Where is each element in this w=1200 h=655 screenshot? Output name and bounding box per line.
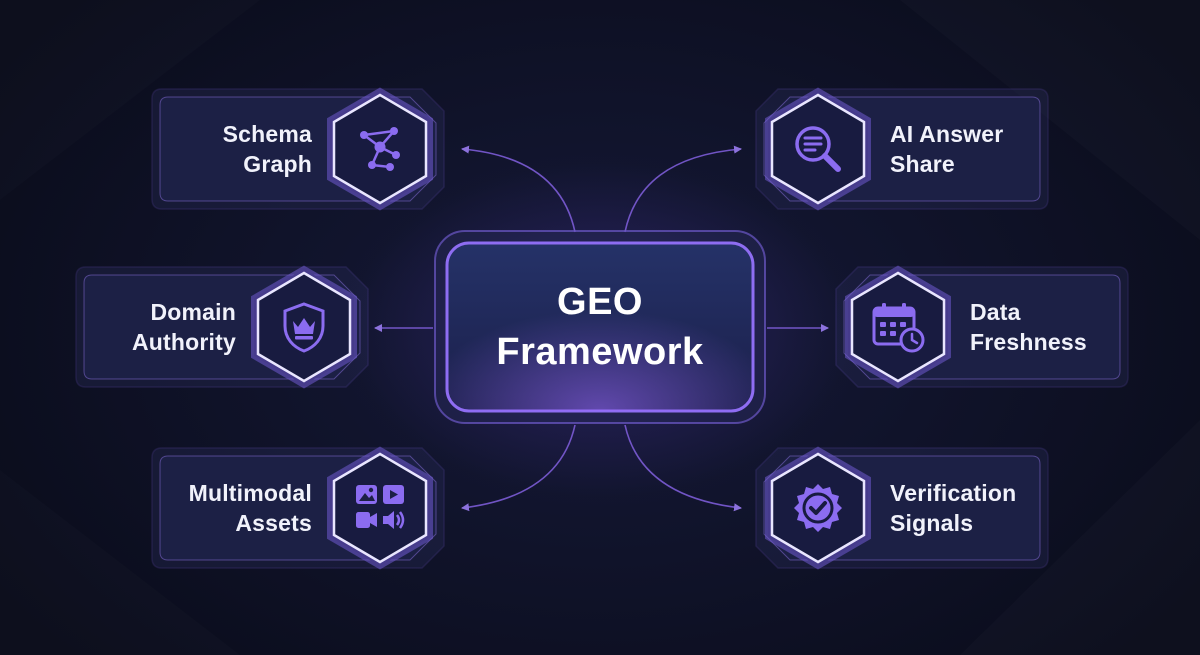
- node-hex-badge: [327, 446, 433, 570]
- center-title-line1: GEO: [557, 281, 643, 323]
- node-multimodal-assets[interactable]: Multimodal Assets: [148, 444, 448, 572]
- node-label-line1: AI Answer: [890, 121, 1004, 147]
- media-grid-icon: [356, 485, 405, 529]
- calendar-clock-icon: [872, 303, 925, 353]
- network-graph-icon: [360, 127, 400, 171]
- node-label-line1: Domain: [150, 299, 236, 325]
- node-label-line2: Freshness: [970, 329, 1087, 355]
- verified-badge-icon: [794, 484, 842, 532]
- shield-crown-icon: [283, 302, 325, 353]
- node-hex-badge: [765, 87, 871, 211]
- node-hex-badge: [327, 87, 433, 211]
- node-domain-authority[interactable]: Domain Authority: [72, 263, 372, 391]
- node-schema-graph[interactable]: Schema Graph: [148, 85, 448, 213]
- node-label-line1: Data: [970, 299, 1021, 325]
- connector-multimodal-assets: [461, 424, 576, 512]
- center-frame: [434, 230, 766, 424]
- node-label-line2: Signals: [890, 510, 974, 536]
- node-label-line2: Authority: [131, 329, 236, 355]
- node-label-line1: Schema: [222, 121, 312, 147]
- connector-verification-signals: [624, 424, 742, 512]
- node-label-line2: Assets: [235, 510, 312, 536]
- node-hex-badge: [765, 446, 871, 570]
- connector-ai-answer-share: [624, 145, 742, 233]
- node-label-line1: Verification: [890, 480, 1017, 506]
- node-label-line2: Graph: [243, 151, 312, 177]
- connector-schema-graph: [461, 145, 576, 233]
- node-label-line2: Share: [890, 151, 955, 177]
- node-data-freshness[interactable]: Data Freshness: [832, 263, 1132, 391]
- node-hex-badge: [845, 265, 951, 389]
- node-label-line1: Multimodal: [188, 480, 312, 506]
- center-title-line2: Framework: [496, 331, 704, 373]
- node-hex-badge: [251, 265, 357, 389]
- center-node-geo-framework[interactable]: GEO Framework: [433, 229, 767, 425]
- search-document-icon: [795, 126, 841, 172]
- node-ai-answer-share[interactable]: AI Answer Share: [752, 85, 1052, 213]
- node-verification-signals[interactable]: Verification Signals: [752, 444, 1052, 572]
